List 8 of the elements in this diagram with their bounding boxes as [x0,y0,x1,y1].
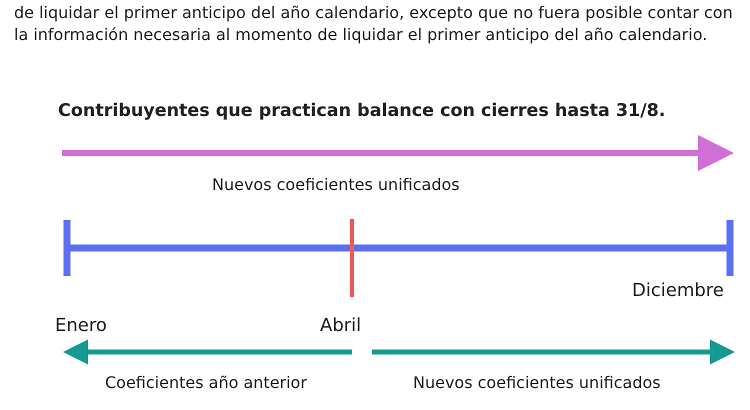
body-paragraph: de liquidar el primer anticipo del año calendario, excepto que no fuera posible contar con la información necesaria al momento de liquidar el primer anticipo del año calendario. [14,2,734,46]
arrow-caption: Nuevos coeficientes unificados [212,175,460,194]
arrow-caption: Coeficientes año anterior [105,373,307,392]
arrow-caption: Nuevos coeficientes unificados [413,373,661,392]
month-label: Diciembre [632,280,724,301]
month-label: Enero [55,315,107,336]
month-label: Abril [320,315,362,336]
heading: Contribuyentes que practican balance con cierres hasta 31/8. [58,101,666,121]
